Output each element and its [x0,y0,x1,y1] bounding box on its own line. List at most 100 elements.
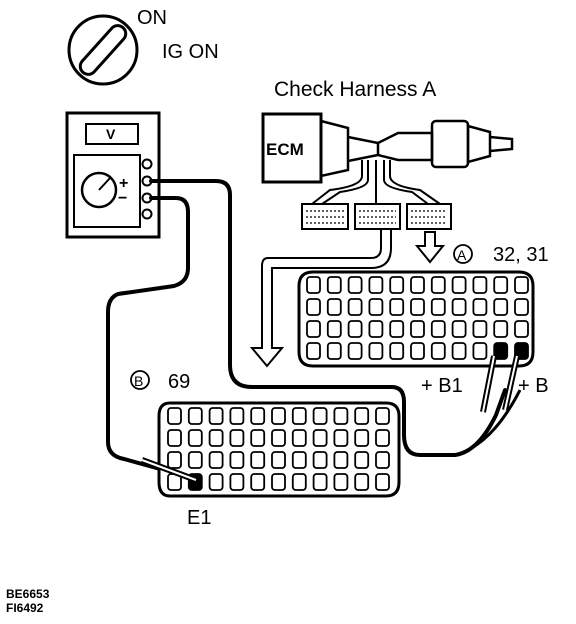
negative-test-lead [106,196,190,476]
connector-pin [354,407,370,425]
connector-pin [354,451,370,469]
connector-pin [291,407,307,425]
connector-pin [410,342,425,360]
connector-pin [389,320,405,338]
connector-a-b1-label: + B1 [421,375,463,397]
connector-pin [347,298,363,316]
connector-b [157,401,401,498]
ecm-label: ECM [266,140,304,159]
connector-pin [312,407,328,425]
connector-pin [451,342,467,360]
connector-a-circle-icon [453,244,473,264]
connector-pin [271,407,286,425]
probe-e1-icon [140,457,198,483]
connector-pin [472,342,488,360]
connector-b-pins [167,407,390,491]
connector-pin [410,298,425,316]
connector-pin [326,342,342,360]
connector-b-circle-icon [130,370,150,390]
switch-ig-on-label: IG ON [162,41,219,63]
connector-pin [354,429,370,447]
connector-pin [291,473,307,491]
connector-a-letter: A [457,247,467,263]
connector-pin [208,429,224,447]
connector-pin [271,429,286,447]
connector-pin [347,342,363,360]
connector-a-pins [306,276,529,360]
arrow-to-connector-a-icon [414,231,446,264]
connector-pin [451,320,467,338]
connector-pin [368,298,384,316]
connector-pin [208,407,224,425]
connector-pin [451,276,467,294]
connector-pin [326,298,342,316]
connector-pin [229,473,245,491]
connector-pin [333,451,349,469]
connector-pin [306,276,321,294]
connector-pin [368,276,384,294]
probe-b-icon [502,355,520,411]
ignition-switch-icon [67,14,139,86]
switch-on-label: ON [137,7,167,29]
connector-pin [472,276,488,294]
connector-pin [306,320,321,338]
connector-pin-probed [514,342,529,360]
connector-b-letter: B [134,373,143,389]
voltmeter-icon [65,111,161,239]
connector-pin [229,429,245,447]
connector-pin [389,276,405,294]
connector-pin [514,276,529,294]
connector-pin [333,473,349,491]
connector-pin [472,320,488,338]
check-harness-icon [261,112,514,230]
connector-pin [250,429,266,447]
connector-pin [389,342,405,360]
connector-pin [472,298,488,316]
connector-pin [291,451,307,469]
figure-code-1: BE6653 [6,587,50,601]
connector-pin [271,473,286,491]
b-lead-tail [454,389,522,457]
connector-a-pins-label: 32, 31 [493,244,549,266]
connector-pin [347,320,363,338]
connector-pin [333,429,349,447]
probe-b1-icon [480,355,497,413]
connector-pin [368,320,384,338]
connector-pin [187,429,203,447]
arrow-to-connector-b-icon [249,228,392,368]
connector-pin [430,276,446,294]
connector-pin [354,473,370,491]
voltmeter-minus-label: − [118,190,127,207]
connector-pin [306,342,321,360]
connector-pin [430,320,446,338]
connector-pin [167,429,182,447]
connector-pin [250,473,266,491]
connector-pin [514,298,529,316]
connector-pin [493,298,509,316]
connector-a [297,270,535,368]
harness-title: Check Harness A [274,78,436,101]
connector-pin [375,429,390,447]
connector-pin [326,320,342,338]
connector-b-pin-label: 69 [168,371,190,393]
connector-pin [375,407,390,425]
connector-pin [368,342,384,360]
connector-pin [229,407,245,425]
connector-pin [187,451,203,469]
connector-pin [375,473,390,491]
connector-pin [410,276,425,294]
connector-pin [430,342,446,360]
connector-pin [375,451,390,469]
connector-pin [312,451,328,469]
connector-pin [493,320,509,338]
voltmeter-unit-label: V [106,126,116,142]
connector-pin [167,451,182,469]
connector-pin [389,298,405,316]
connector-pin [430,298,446,316]
figure-code-2: FI6492 [6,601,44,615]
connector-pin [451,298,467,316]
connector-pin [326,276,342,294]
connector-pin [250,451,266,469]
connector-pin [312,473,328,491]
connector-pin [167,407,182,425]
